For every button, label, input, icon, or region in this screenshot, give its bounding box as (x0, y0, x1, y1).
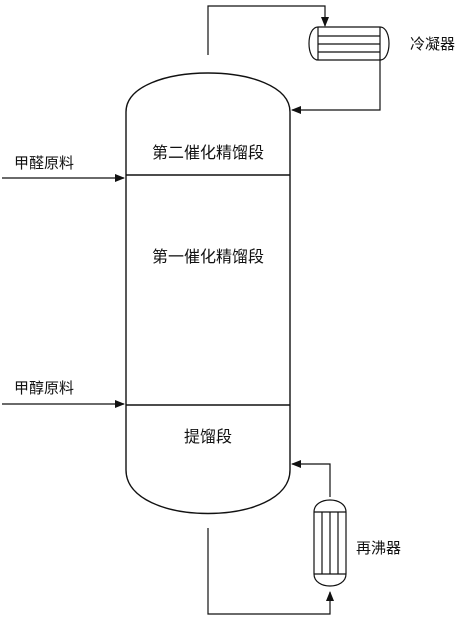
section-bottom-label: 提馏段 (184, 427, 232, 446)
condenser-label: 冷凝器 (410, 35, 455, 53)
reboiler-label: 再沸器 (356, 539, 401, 557)
bottoms-line (207, 528, 334, 615)
reboiler-return-line (291, 460, 331, 497)
condenser-unit (308, 26, 390, 61)
reboiler-unit (313, 499, 347, 587)
overhead-line (207, 5, 329, 55)
section-middle-label: 第一催化精馏段 (152, 247, 264, 266)
column-vessel (125, 72, 291, 515)
feed-methanol-label: 甲醇原料 (14, 379, 74, 397)
reflux-line (291, 60, 381, 114)
column-shell (125, 72, 291, 515)
feed-formaldehyde-label: 甲醛原料 (14, 154, 74, 172)
section-top-label: 第二催化精馏段 (152, 143, 264, 162)
